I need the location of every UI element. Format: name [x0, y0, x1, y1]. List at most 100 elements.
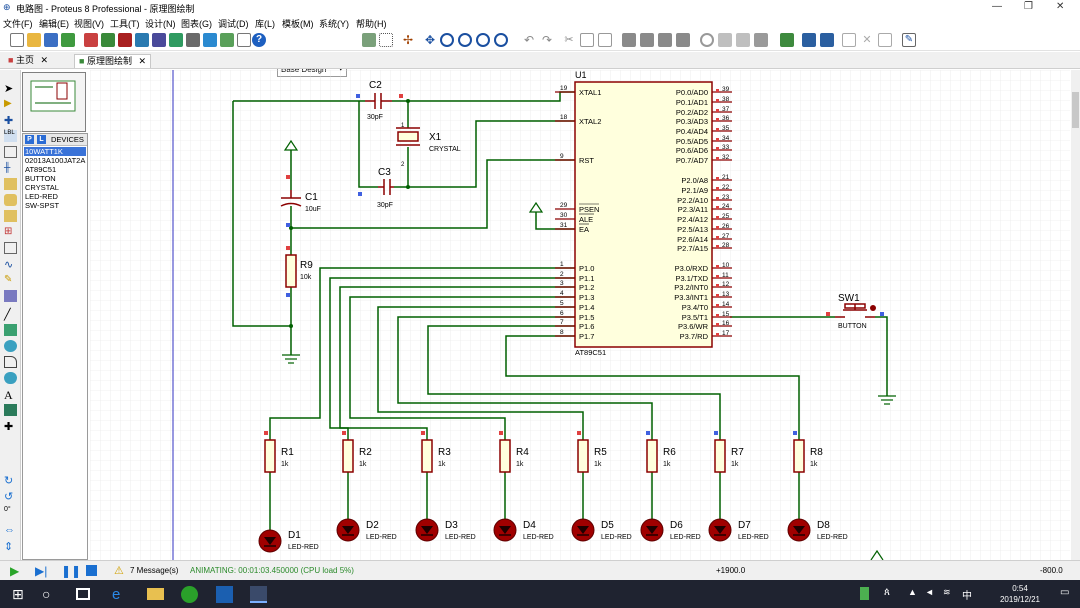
undo-icon[interactable]: ↶: [523, 33, 535, 47]
graph-icon[interactable]: ⊞: [4, 226, 13, 237]
tape-recorder-icon[interactable]: [4, 242, 17, 254]
menu-file[interactable]: 文件(F): [3, 19, 33, 29]
wire-autorouter-icon[interactable]: [780, 33, 794, 47]
message-count[interactable]: 7 Message(s): [130, 566, 179, 575]
file-explorer-icon[interactable]: [147, 588, 164, 600]
home-icon[interactable]: [84, 33, 98, 47]
menu-debug[interactable]: 调试(D): [218, 19, 249, 29]
schematic-icon[interactable]: [101, 33, 115, 47]
pause-icon[interactable]: ❚❚: [61, 564, 82, 578]
minimize-icon[interactable]: —: [992, 1, 1002, 12]
grid-icon[interactable]: [379, 33, 393, 47]
terminal-icon[interactable]: [4, 194, 17, 206]
menu-help[interactable]: 帮助(H): [356, 19, 387, 29]
selection-mode-icon[interactable]: ➤: [4, 83, 14, 95]
pick-devices-button[interactable]: P: [25, 135, 34, 144]
tab-schematic[interactable]: ■ 原理图绘制 ✕: [74, 54, 152, 68]
rotate-cw-icon[interactable]: ↻: [4, 475, 14, 487]
search-tag-icon[interactable]: [802, 33, 816, 47]
junction-icon[interactable]: ✚: [4, 115, 14, 127]
tab-home-close-icon[interactable]: ✕: [40, 55, 49, 65]
new-sheet-icon[interactable]: [842, 33, 856, 47]
bom-icon[interactable]: [186, 33, 200, 47]
menu-graph[interactable]: 图表(G): [181, 19, 212, 29]
list-item[interactable]: CRYSTAL: [25, 183, 59, 192]
list-item[interactable]: LED-RED: [25, 192, 58, 201]
make-device-icon[interactable]: [718, 33, 732, 47]
pan-icon[interactable]: ✥: [424, 33, 436, 47]
component-mode-icon[interactable]: ▶: [4, 98, 12, 109]
path-icon[interactable]: [4, 372, 17, 384]
gerber-icon[interactable]: [169, 33, 183, 47]
probe-icon[interactable]: ✎: [4, 274, 13, 285]
list-item[interactable]: 02013A100JAT2A: [25, 156, 86, 165]
cut-icon[interactable]: ✂: [564, 34, 574, 46]
source-code-icon[interactable]: [203, 33, 217, 47]
tab-home[interactable]: ■ 主页 ✕: [4, 54, 52, 68]
block-move-icon[interactable]: [640, 33, 654, 47]
import-icon[interactable]: [61, 33, 75, 47]
pcb-icon[interactable]: [118, 33, 132, 47]
copy-icon[interactable]: [580, 33, 594, 47]
save-icon[interactable]: [44, 33, 58, 47]
search-icon[interactable]: ○: [42, 586, 51, 602]
menu-view[interactable]: 视图(V): [74, 19, 104, 29]
block-rotate-icon[interactable]: [658, 33, 672, 47]
exit-parent-icon[interactable]: [878, 33, 892, 47]
text-icon[interactable]: A: [4, 388, 13, 402]
list-item[interactable]: 10WATT1K: [24, 147, 86, 156]
paste-icon[interactable]: [598, 33, 612, 47]
zoom-in-icon[interactable]: [440, 33, 454, 47]
origin-icon[interactable]: ✢: [402, 33, 414, 47]
text-script-icon[interactable]: [4, 146, 17, 158]
edge-icon[interactable]: e: [112, 586, 121, 603]
block-copy-icon[interactable]: [622, 33, 636, 47]
menu-template[interactable]: 模板(M): [282, 19, 314, 29]
block-delete-icon[interactable]: [676, 33, 690, 47]
report-icon[interactable]: [237, 33, 251, 47]
stop-icon[interactable]: [86, 565, 97, 576]
step-icon[interactable]: ▶|: [35, 564, 48, 578]
pick-device-icon[interactable]: [700, 33, 714, 47]
maximize-icon[interactable]: ❐: [1024, 1, 1033, 12]
box-icon[interactable]: [4, 324, 17, 336]
chevron-down-icon[interactable]: ▾: [339, 66, 343, 73]
bus-icon[interactable]: ╫: [4, 162, 11, 172]
wechat-icon[interactable]: [181, 586, 198, 603]
packaging-icon[interactable]: [736, 33, 750, 47]
play-icon[interactable]: ▶: [10, 564, 20, 578]
system-clock[interactable]: 0:54 2019/12/21: [990, 583, 1050, 605]
notification-icon[interactable]: ▭: [1060, 587, 1070, 598]
notes-icon[interactable]: [220, 33, 234, 47]
app-v-icon[interactable]: [216, 586, 233, 603]
mirror-x-icon[interactable]: ⇔: [4, 524, 15, 536]
close-icon[interactable]: ✕: [1056, 1, 1065, 12]
arc-icon[interactable]: [4, 356, 17, 368]
list-item[interactable]: AT89C51: [25, 165, 57, 174]
line-icon[interactable]: ╱: [4, 309, 11, 321]
wire-label-icon[interactable]: LBL: [4, 130, 17, 142]
zoom-area-icon[interactable]: [494, 33, 508, 47]
zoom-all-icon[interactable]: [476, 33, 490, 47]
marker-icon[interactable]: ✚: [4, 421, 14, 433]
rotate-ccw-icon[interactable]: ↺: [4, 491, 14, 503]
decompose-icon[interactable]: [754, 33, 768, 47]
redo-icon[interactable]: ↷: [541, 33, 553, 47]
symbol-icon[interactable]: [4, 404, 17, 416]
overview-window[interactable]: [22, 72, 86, 132]
property-tool-icon[interactable]: [820, 33, 834, 47]
library-manager-button[interactable]: L: [37, 135, 46, 144]
menu-edit[interactable]: 编辑(E): [39, 19, 69, 29]
mirror-y-icon[interactable]: ⇕: [4, 541, 14, 553]
new-file-icon[interactable]: [10, 33, 24, 47]
windows-start-icon[interactable]: ⊞: [12, 586, 24, 602]
zoom-out-icon[interactable]: [458, 33, 472, 47]
volume-icon[interactable]: ◄: [925, 587, 934, 597]
refresh-icon[interactable]: [362, 33, 376, 47]
list-item[interactable]: SW-SPST: [25, 201, 60, 210]
menu-tools[interactable]: 工具(T): [110, 19, 140, 29]
tab-schematic-close-icon[interactable]: ✕: [138, 56, 147, 66]
ime-indicator[interactable]: 中: [962, 591, 972, 602]
list-item[interactable]: BUTTON: [25, 174, 56, 183]
